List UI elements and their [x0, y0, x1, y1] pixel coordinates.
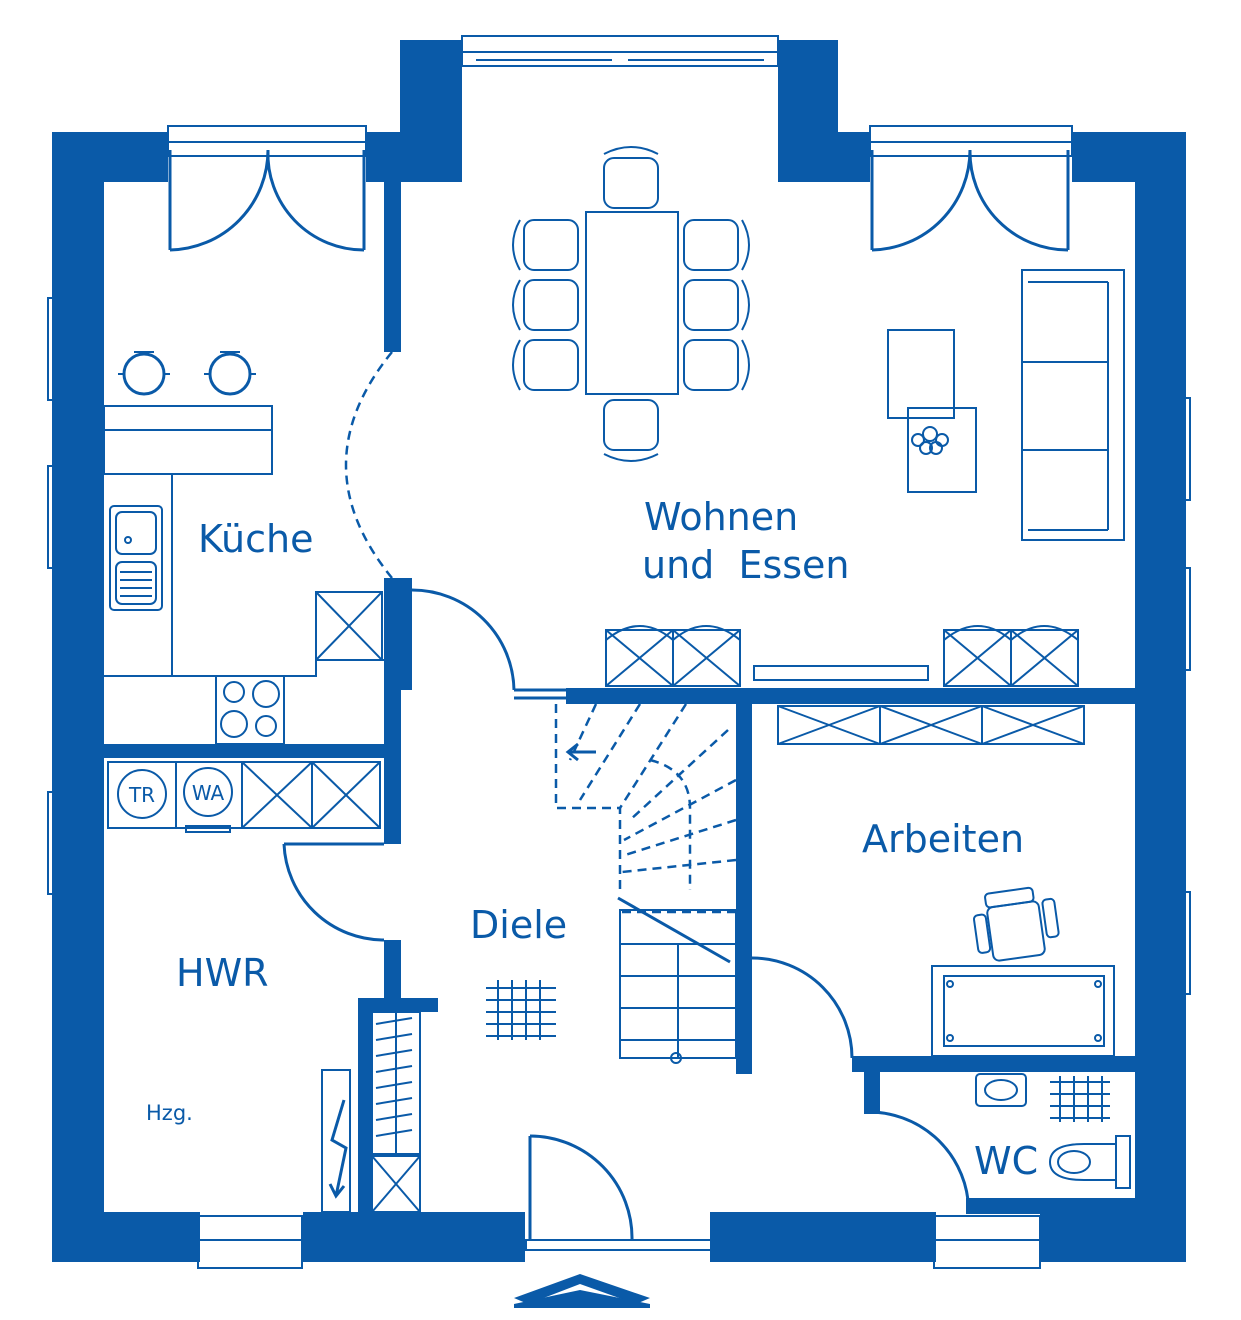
room-label-wohnen-line1: Wohnen — [644, 495, 798, 539]
room-label-wohnen-line2: und Essen — [642, 543, 850, 587]
wc-furniture — [975, 1073, 1131, 1189]
stove-icon — [215, 675, 285, 745]
closet — [371, 1011, 421, 1213]
room-labels: Küche Wohnen und Essen Arbeiten Diele HW… — [128, 495, 1038, 1183]
room-label-kueche: Küche — [198, 517, 313, 561]
room-label-wc: WC — [974, 1139, 1038, 1183]
inner-walls — [104, 176, 1136, 1214]
office-chair-icon — [972, 886, 1060, 962]
dryer-icon — [117, 769, 167, 819]
dining-set — [512, 146, 750, 462]
room-label-diele: Diele — [470, 903, 567, 947]
plant-icon — [911, 426, 949, 455]
outer-walls — [52, 40, 1186, 1262]
office-furniture — [777, 705, 1115, 1057]
washbasin-icon — [975, 1073, 1027, 1107]
doors — [168, 149, 1070, 1241]
dryer-label: TR — [128, 783, 155, 807]
entrance-arrow-icon — [514, 1274, 650, 1308]
toilet-icon — [1048, 1135, 1131, 1189]
washer-label: WA — [192, 781, 225, 805]
windows — [47, 35, 1191, 1269]
washer-icon — [183, 767, 233, 817]
staircase — [554, 703, 737, 1064]
hwr-furniture — [107, 761, 381, 1213]
living-furniture — [605, 269, 1125, 687]
heating-label: Hzg. — [146, 1101, 193, 1125]
kitchen-furniture — [103, 351, 384, 745]
sink-icon — [109, 505, 163, 611]
floor-grid — [486, 980, 556, 1040]
room-label-hwr: HWR — [176, 951, 269, 995]
room-label-arbeiten: Arbeiten — [862, 817, 1024, 861]
